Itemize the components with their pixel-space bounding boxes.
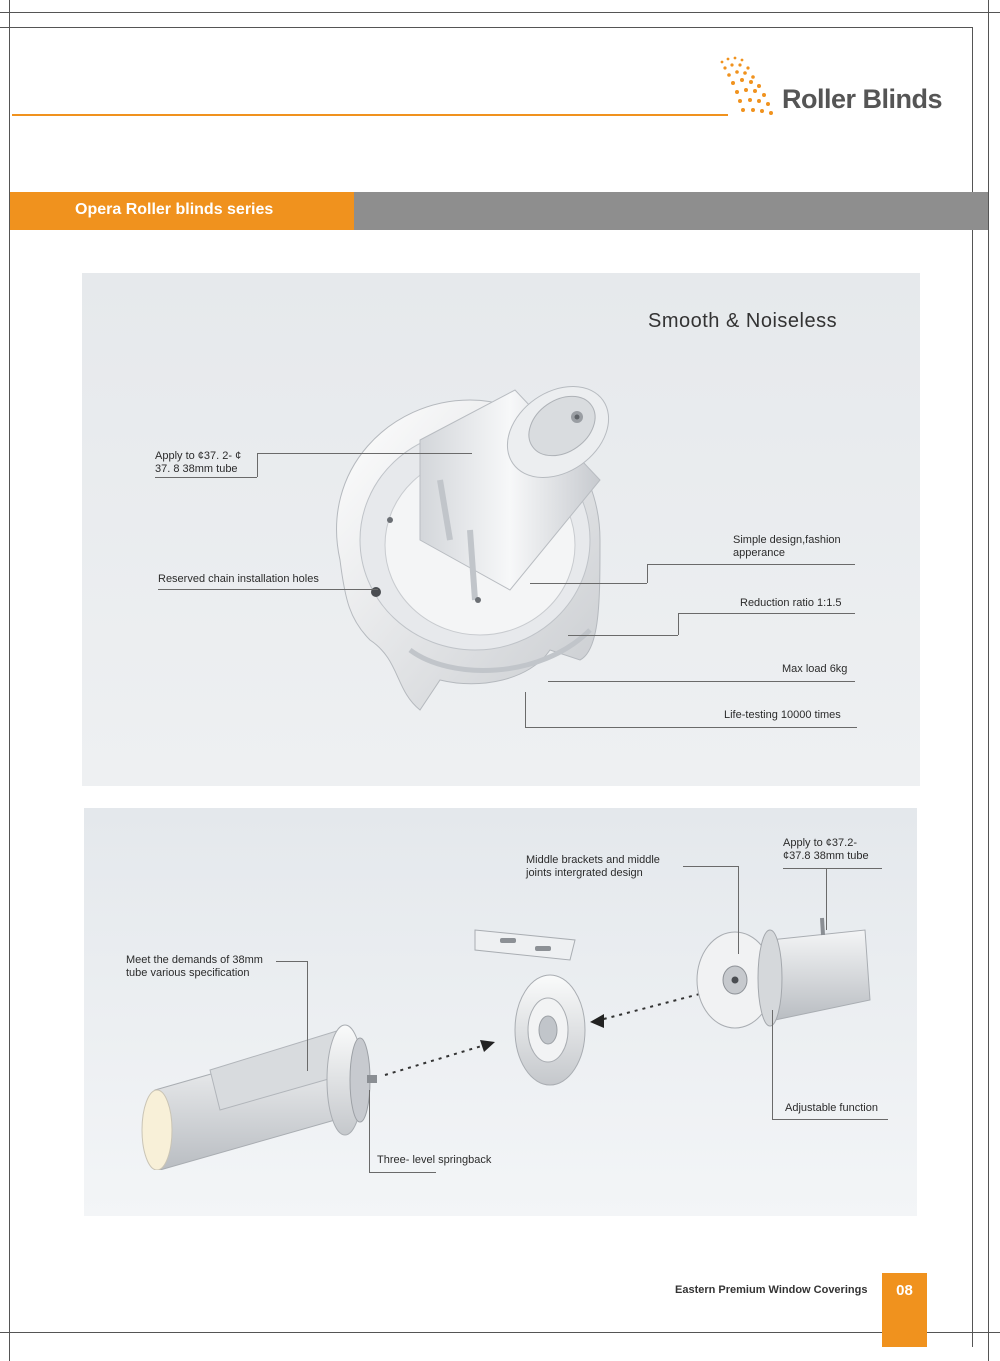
brand-logo-icon — [720, 56, 773, 115]
page-number-tab — [882, 1273, 927, 1347]
leader-line — [678, 613, 679, 635]
crop-mark — [988, 0, 989, 1361]
leader-line — [369, 1090, 370, 1172]
crop-mark — [0, 27, 972, 28]
callout-reserved-holes: Reserved chain installation holes — [158, 573, 319, 585]
callout-middle-brackets: Middle brackets and middle joints interg… — [526, 854, 660, 879]
crop-mark — [0, 12, 1000, 13]
callout-apply-tube-2: Apply to ¢37.2- ¢37.8 38mm tube — [783, 837, 869, 862]
callout-apply-tube: Apply to ¢37. 2- ¢ 37. 8 38mm tube — [155, 450, 242, 475]
leader-line — [568, 635, 678, 636]
banner-orange-tab — [10, 192, 354, 230]
leader-line — [826, 868, 827, 930]
leader-line — [155, 477, 257, 478]
leader-line — [783, 868, 882, 869]
callout-meet-demands: Meet the demands of 38mm tube various sp… — [126, 954, 263, 979]
leader-line — [683, 866, 738, 867]
callout-reduction-ratio: Reduction ratio 1:1.5 — [740, 597, 842, 609]
brand-name: Roller Blinds — [782, 84, 943, 114]
leader-line — [548, 681, 855, 682]
callout-adjustable: Adjustable function — [785, 1102, 878, 1114]
leader-line — [525, 692, 526, 727]
leader-line — [530, 583, 647, 584]
leader-line — [772, 1119, 888, 1120]
leader-line — [772, 1010, 773, 1119]
leader-line — [276, 961, 307, 962]
leader-line — [307, 961, 308, 1071]
leader-line — [369, 1172, 436, 1173]
leader-line — [257, 453, 472, 454]
leader-line — [647, 564, 648, 583]
leader-line — [525, 727, 857, 728]
page-number: 08 — [896, 1282, 913, 1299]
crop-mark — [9, 0, 10, 1361]
gear-mechanism-illustration — [336, 386, 610, 711]
leader-line — [158, 589, 378, 590]
crop-mark — [0, 1332, 1000, 1333]
leader-line — [678, 613, 855, 614]
callout-max-load: Max load 6kg — [782, 663, 848, 675]
leader-line — [647, 564, 855, 565]
crop-mark — [972, 27, 973, 1347]
banner-title: Opera Roller blinds series — [75, 201, 274, 218]
leader-line — [257, 453, 258, 477]
callout-springback: Three- level springback — [377, 1154, 492, 1166]
assembly-illustration — [141, 917, 871, 1170]
leader-line — [738, 866, 739, 954]
header-rule — [12, 114, 728, 116]
footer-company: Eastern Premium Window Coverings — [675, 1284, 868, 1296]
callout-simple-design: Simple design,fashion apperance — [733, 534, 841, 559]
panel-heading: Smooth & Noiseless — [648, 310, 838, 332]
callout-life-testing: Life-testing 10000 times — [724, 709, 841, 721]
